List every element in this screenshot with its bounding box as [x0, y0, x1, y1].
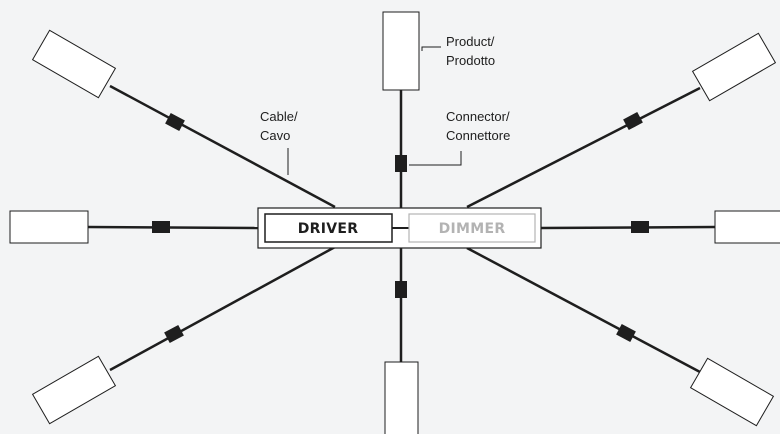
cable-right: [540, 225, 716, 230]
cable-bottom-right: [466, 246, 701, 374]
product-label-line1: Product/: [446, 34, 495, 49]
connector-bottom: [395, 281, 407, 298]
connector-bottom-left: [164, 324, 184, 344]
connector-top-left: [165, 112, 185, 132]
cable-bottom-left: [109, 245, 336, 372]
cable-left: [87, 225, 259, 230]
connector-leader-line: [409, 151, 462, 166]
connector-label-line1: Connector/: [446, 109, 510, 124]
dimmer-label: DIMMER: [439, 221, 506, 237]
product-label-line2: Prodotto: [446, 53, 495, 68]
connector-top: [395, 155, 407, 172]
cable-label-line2: Cavo: [260, 128, 290, 143]
product-box-bottom: [384, 361, 419, 434]
product-box-left: [9, 210, 89, 244]
connector-label-line2: Connettore: [446, 128, 510, 143]
dimmer-box: [408, 213, 536, 243]
connector-bottom-right: [616, 323, 636, 343]
product-box-top: [382, 11, 420, 91]
connector-left: [152, 221, 170, 233]
product-box-bottom-left: [31, 355, 117, 425]
product-box-top-left: [31, 29, 117, 99]
driver-box: [264, 213, 393, 243]
driver-label: DRIVER: [298, 221, 359, 237]
connector-right: [631, 221, 649, 233]
product-box-bottom-right: [689, 357, 775, 427]
cable-top-left: [109, 84, 336, 209]
product-box-top-right: [691, 32, 777, 102]
product-leader-line: [421, 46, 441, 51]
product-box-right: [714, 210, 780, 244]
cable-top-right: [466, 86, 701, 209]
cable-label-line1: Cable/: [260, 109, 298, 124]
connector-top-right: [623, 111, 643, 131]
